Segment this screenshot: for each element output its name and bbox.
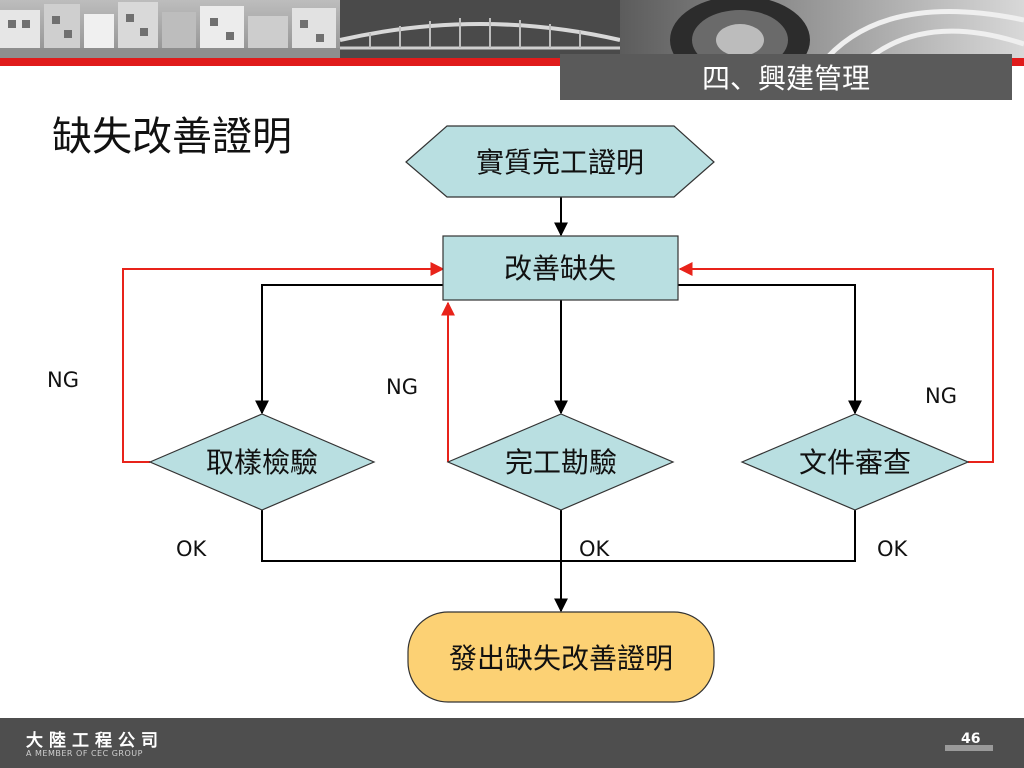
connector-ng-document — [678, 262, 994, 463]
node-inspection-label: 完工勘驗 — [505, 446, 617, 479]
node-sampling: 取樣檢驗 — [148, 413, 376, 511]
node-end-label: 發出缺失改善證明 — [449, 642, 673, 675]
company-name: 大陸工程公司 — [26, 731, 164, 751]
company-subtitle: A MEMBER OF CEC GROUP — [26, 749, 143, 758]
node-improve-label: 改善缺失 — [504, 252, 616, 285]
node-start-label: 實質完工證明 — [476, 146, 644, 179]
node-sampling-label: 取樣檢驗 — [206, 446, 318, 479]
flowchart: 實質完工證明 改善缺失 取樣檢驗 完工勘驗 文件審查 發出缺失改善證明 NG — [47, 125, 994, 703]
node-document-label: 文件審查 — [799, 446, 911, 479]
connector-improve-to-document — [678, 284, 862, 415]
node-inspection: 完工勘驗 — [446, 413, 675, 511]
node-end: 發出缺失改善證明 — [407, 611, 715, 703]
label-ok-right: OK — [877, 537, 909, 561]
connector-ng-sampling — [122, 262, 445, 463]
label-ok-middle: OK — [579, 537, 611, 561]
label-ng-right: NG — [925, 384, 957, 408]
flow-connectors — [122, 197, 994, 613]
node-document: 文件審查 — [740, 413, 970, 511]
section-title: 四、興建管理 — [701, 62, 870, 95]
label-ok-left: OK — [176, 537, 208, 561]
label-ng-middle: NG — [386, 375, 418, 399]
connector-improve-to-sampling — [255, 284, 443, 415]
node-improve: 改善缺失 — [442, 235, 679, 301]
label-ng-left: NG — [47, 368, 79, 392]
page-number: 46 — [961, 731, 981, 747]
page-number-bar — [945, 745, 993, 751]
connector-ok-merge — [261, 510, 856, 562]
header-banner-photo — [0, 0, 1024, 66]
section-title-box: 四、興建管理 — [560, 54, 1012, 100]
node-start: 實質完工證明 — [405, 125, 715, 198]
footer: 大陸工程公司 A MEMBER OF CEC GROUP 46 — [0, 718, 1024, 768]
page-title: 缺失改善證明 — [52, 114, 292, 160]
